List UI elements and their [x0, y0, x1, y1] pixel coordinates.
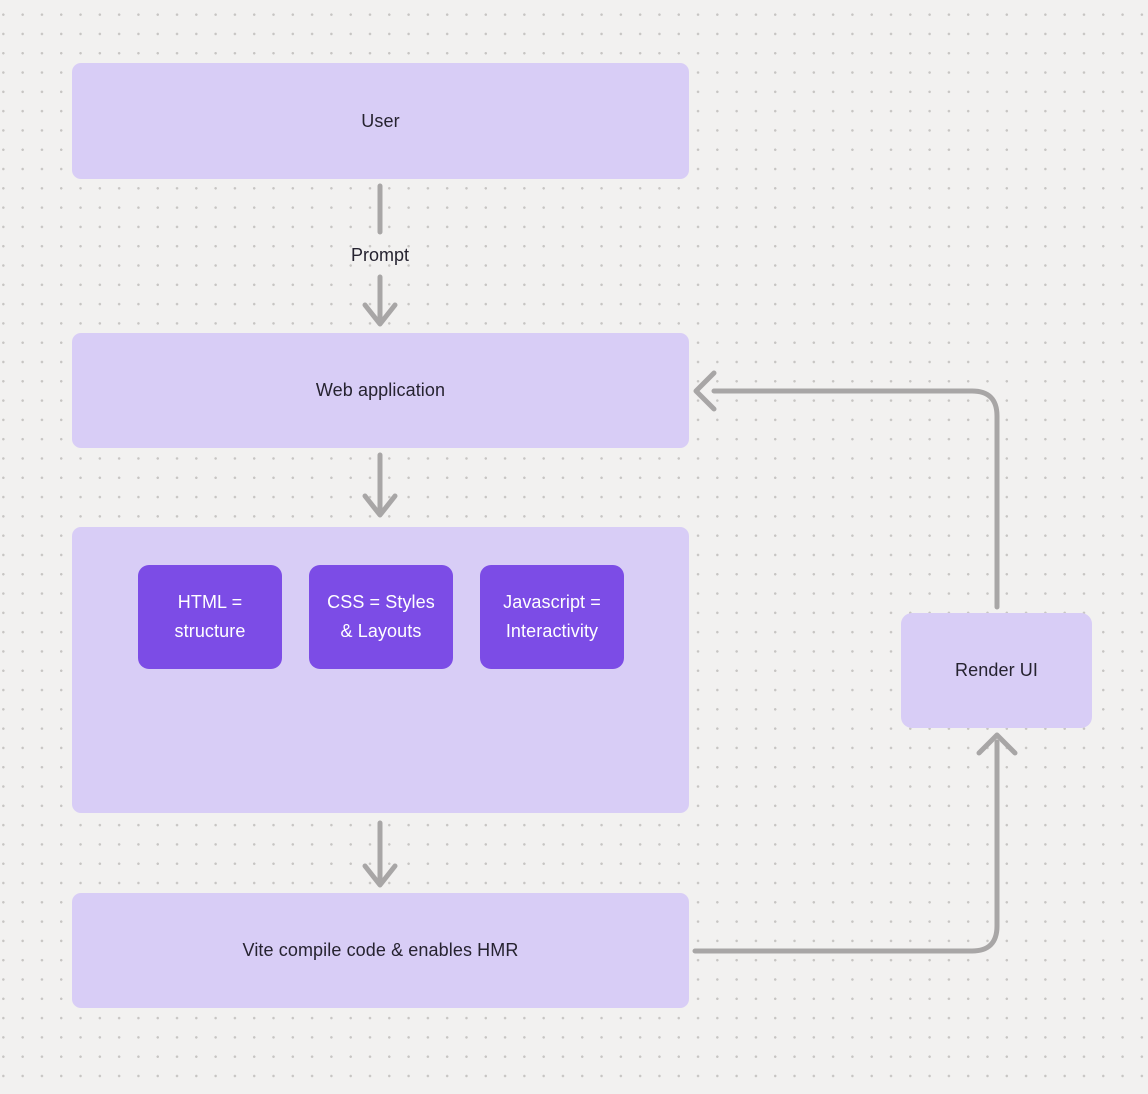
chip-html: HTML = structure [138, 565, 282, 669]
node-render-ui: Render UI [901, 613, 1092, 728]
chip-javascript-line2: Interactivity [505, 621, 599, 641]
arrowhead-up-render-icon [976, 732, 1018, 756]
chip-html-line1: HTML = [177, 592, 243, 612]
node-vite-label: Vite compile code & enables HMR [242, 940, 519, 960]
chip-css-line1: CSS = Styles [327, 592, 435, 612]
chip-css-line2: & Layouts [340, 621, 422, 641]
arrowhead-down-vite-icon [362, 863, 398, 888]
arrowhead-down-components-icon [362, 493, 398, 518]
node-web-application-label: Web application [315, 380, 446, 400]
node-render-ui-label: Render UI [955, 660, 1038, 680]
chip-javascript-line1: Javascript = [503, 592, 601, 612]
edge-render-to-webapp-line [711, 388, 1000, 610]
node-user-label: User [361, 110, 400, 131]
node-react-components-group: HTML = structure CSS = Styles & Layouts … [72, 527, 689, 813]
node-web-application: Web application [72, 333, 689, 448]
node-vite: Vite compile code & enables HMR [72, 893, 689, 1008]
arrowhead-down-webapp-icon [362, 302, 398, 327]
node-user: User [72, 63, 689, 179]
edge-vite-to-render-line [692, 739, 1000, 954]
chip-javascript: Javascript = Interactivity [480, 565, 624, 669]
chip-css: CSS = Styles & Layouts [309, 565, 453, 669]
arrowhead-left-webapp-icon [693, 370, 717, 412]
edge-label-prompt: Prompt [350, 245, 410, 265]
chip-html-line2: structure [174, 621, 246, 641]
